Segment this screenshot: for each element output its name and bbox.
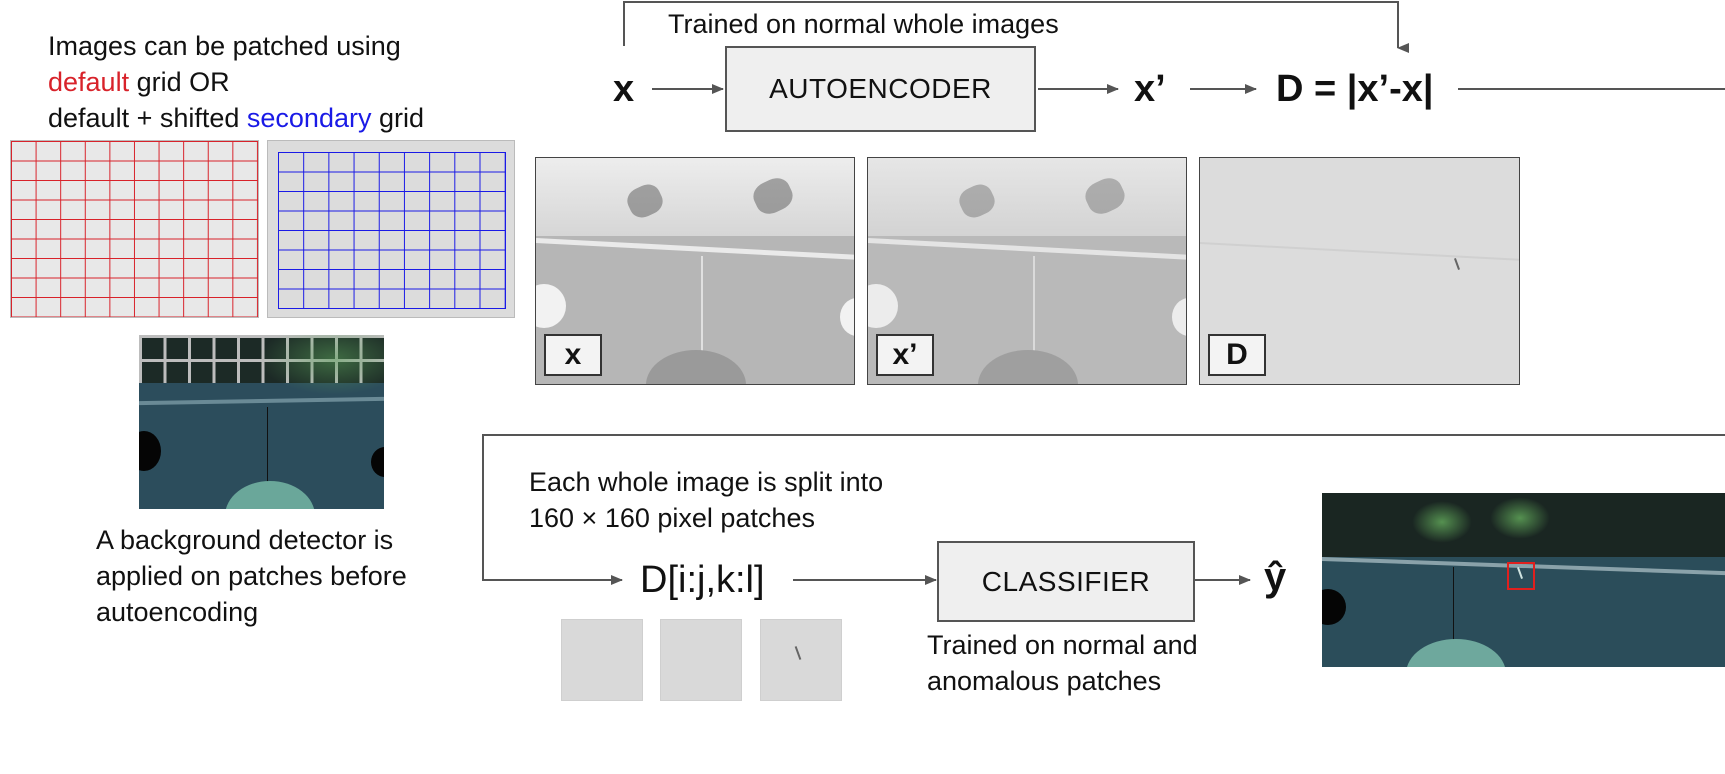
d-anomaly-mark: [1454, 258, 1460, 270]
patching-description: Images can be patched using default grid…: [48, 28, 424, 136]
patching-line-3-post: grid: [371, 103, 424, 133]
split-line-2: 160 × 160 pixel patches: [529, 503, 815, 533]
input-image-x: x: [535, 157, 855, 385]
tag-d-label: D: [1226, 338, 1248, 371]
output-glow-1: [1412, 501, 1472, 543]
autoencoder-label: AUTOENCODER: [769, 73, 992, 104]
output-left-circle: [1322, 589, 1346, 625]
prediction-y-hat: ŷ: [1264, 555, 1287, 599]
patching-line-2: default grid OR: [48, 64, 424, 100]
classifier-train-line-1: Trained on normal and: [927, 630, 1198, 660]
difference-slice-label: D[i:j,k:l]: [640, 559, 765, 601]
classifier-training-text: Trained on normal and anomalous patches: [927, 627, 1198, 699]
x-plate-edge: [536, 238, 854, 261]
secondary-grid-image: [267, 140, 515, 318]
split-description: Each whole image is split into 160 × 160…: [529, 464, 883, 536]
tag-d: D: [1208, 334, 1266, 376]
patching-line-3-pre: default + shifted: [48, 103, 247, 133]
x-upper-region: [536, 158, 854, 236]
xprime-plate-edge: [868, 238, 1186, 261]
d-faint-edge: [1200, 242, 1519, 262]
x-bottom-disc: [646, 350, 746, 384]
patching-line-2-rest: grid OR: [129, 67, 230, 97]
training-bracket: [623, 1, 1409, 53]
xprime-left-circle: [868, 284, 898, 328]
patch-3: [760, 619, 842, 701]
background-line-3: autoencoding: [96, 597, 259, 627]
patch-2: [660, 619, 742, 701]
background-line-1: A background detector is: [96, 525, 394, 555]
detector-right-circle: [371, 447, 384, 477]
output-glow-2: [1490, 497, 1550, 539]
patching-line-1: Images can be patched using: [48, 31, 401, 61]
classifier-train-line-2: anomalous patches: [927, 666, 1162, 696]
detector-green-glow: [259, 335, 384, 395]
output-scratch: [1453, 567, 1454, 667]
patching-line-3: default + shifted secondary grid: [48, 100, 424, 136]
output-detection-image: [1322, 493, 1725, 667]
secondary-grid-overlay: [278, 152, 506, 309]
difference-image-d: D: [1199, 157, 1520, 385]
patch-3-anomaly: [794, 646, 802, 660]
default-grid-image: [10, 140, 259, 318]
x-right-circle: [840, 298, 854, 336]
default-grid-label: default: [48, 67, 130, 97]
xprime-upper-region: [868, 158, 1186, 236]
classifier-box: CLASSIFIER: [937, 541, 1195, 622]
tag-xprime-label: x’: [892, 338, 918, 371]
anomaly-highlight-box: [1507, 562, 1535, 590]
x-left-circle: [536, 284, 566, 328]
detector-left-circle: [139, 431, 161, 471]
input-x-symbol: x: [613, 68, 635, 110]
xprime-right-circle: [1172, 298, 1186, 336]
tag-x-label: x: [564, 338, 582, 371]
split-line-1: Each whole image is split into: [529, 467, 884, 497]
difference-slice-symbol: D[i:j,k:l]: [640, 559, 765, 602]
patch-1: [561, 619, 643, 701]
classifier-label: CLASSIFIER: [981, 565, 1151, 597]
trained-on-whole-images-label: Trained on normal whole images: [668, 9, 1059, 39]
xprime-bottom-disc: [978, 350, 1078, 384]
background-detector-image: [139, 335, 384, 509]
difference-formula: D = |x’-x|: [1276, 68, 1434, 110]
x-scratch: [701, 256, 703, 384]
background-line-2: applied on patches before: [96, 561, 407, 591]
output-bottom-disc: [1406, 639, 1506, 667]
tag-x: x: [544, 334, 602, 376]
reconstruction-xprime-symbol: x’: [1134, 68, 1166, 110]
autoencoder-box: AUTOENCODER: [725, 46, 1036, 132]
detector-scratch-line: [267, 407, 268, 509]
reconstructed-image-xprime: x’: [867, 157, 1187, 385]
tag-xprime: x’: [876, 334, 934, 376]
secondary-grid-label: secondary: [246, 103, 372, 133]
xprime-scratch: [1033, 256, 1035, 384]
background-detector-text: A background detector is applied on patc…: [96, 522, 407, 630]
line-loop-to-slice: [482, 434, 1725, 585]
